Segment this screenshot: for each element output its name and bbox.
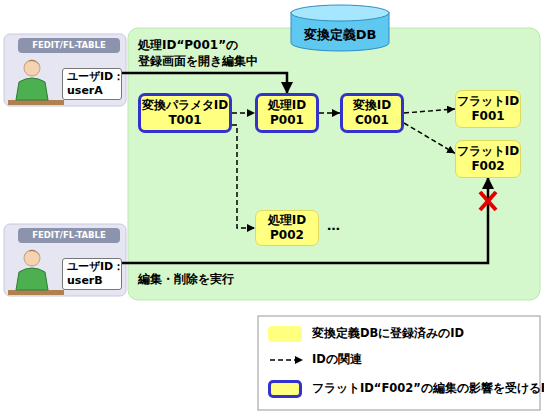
relation-arrow xyxy=(319,112,340,114)
relation-arrow xyxy=(232,112,255,114)
legend-arrow-sample xyxy=(266,353,306,367)
legend-text: IDの関連 xyxy=(312,352,362,367)
continuation-mark: … xyxy=(327,218,340,233)
id-box: フラットID F001 xyxy=(455,90,521,128)
node-text: 変換パラメタID T001 xyxy=(141,98,229,128)
edge-label: 処理ID“P001”の 登録画面を開き編集中 xyxy=(138,38,308,69)
node-text: 変換定義DB xyxy=(304,27,377,43)
delete-cross xyxy=(480,192,496,210)
node-text: 変換ID C001 xyxy=(343,98,401,128)
node-text: フラットID F001 xyxy=(456,94,520,124)
node-text: FEDIT/FL-TABLE xyxy=(32,230,106,241)
person-body xyxy=(16,268,48,290)
dashed-line xyxy=(270,359,296,361)
node-text: 処理ID P002 xyxy=(256,213,318,243)
node-text: ユーザID： userA xyxy=(67,70,124,98)
db-region xyxy=(128,28,540,300)
app-banner: FEDIT/FL-TABLE xyxy=(18,38,120,53)
id-box: 変換ID C001 xyxy=(340,93,404,133)
user-id-box: ユーザID： userA xyxy=(62,68,122,100)
delete-cross xyxy=(480,192,496,210)
person-head xyxy=(24,60,40,76)
node-text: 処理ID P001 xyxy=(258,98,316,128)
relation-arrow xyxy=(404,123,455,153)
app-banner: FEDIT/FL-TABLE xyxy=(18,228,120,243)
id-box: 処理ID P002 xyxy=(255,210,319,246)
user-id-box: ユーザID： userB xyxy=(62,258,122,290)
relation-arrow xyxy=(232,125,255,228)
legend-frame xyxy=(258,316,540,410)
node-text: FEDIT/FL-TABLE xyxy=(32,40,106,51)
operation-arrow xyxy=(122,73,287,93)
id-box: フラットID F002 xyxy=(455,140,521,178)
screen-panel xyxy=(4,224,126,296)
legend-swatch xyxy=(268,326,302,342)
legend-affected-sample xyxy=(268,380,302,398)
edge-label: 編集・削除を実行 xyxy=(138,272,308,288)
legend-text: フラットID“F002”の編集の影響を受けるID xyxy=(312,381,544,396)
legend-text: 変換定義DBに登録済みのID xyxy=(312,326,464,341)
desk xyxy=(8,100,64,105)
id-box: 変換パラメタID T001 xyxy=(138,93,232,133)
node-text: フラットID F002 xyxy=(456,144,520,174)
operation-arrow xyxy=(122,178,488,263)
screen-panel xyxy=(4,34,126,106)
cylinder-top xyxy=(291,5,389,21)
desk xyxy=(8,290,64,295)
database-cylinder: 変換定義DB xyxy=(290,4,390,52)
arrow-head xyxy=(295,356,303,364)
person-head xyxy=(24,250,40,266)
person-body xyxy=(16,78,48,100)
relation-arrow xyxy=(404,109,455,113)
person-hair xyxy=(24,251,40,257)
person-hair xyxy=(24,61,40,67)
id-box: 処理ID P001 xyxy=(255,93,319,133)
node-text: ユーザID： userB xyxy=(67,260,124,288)
